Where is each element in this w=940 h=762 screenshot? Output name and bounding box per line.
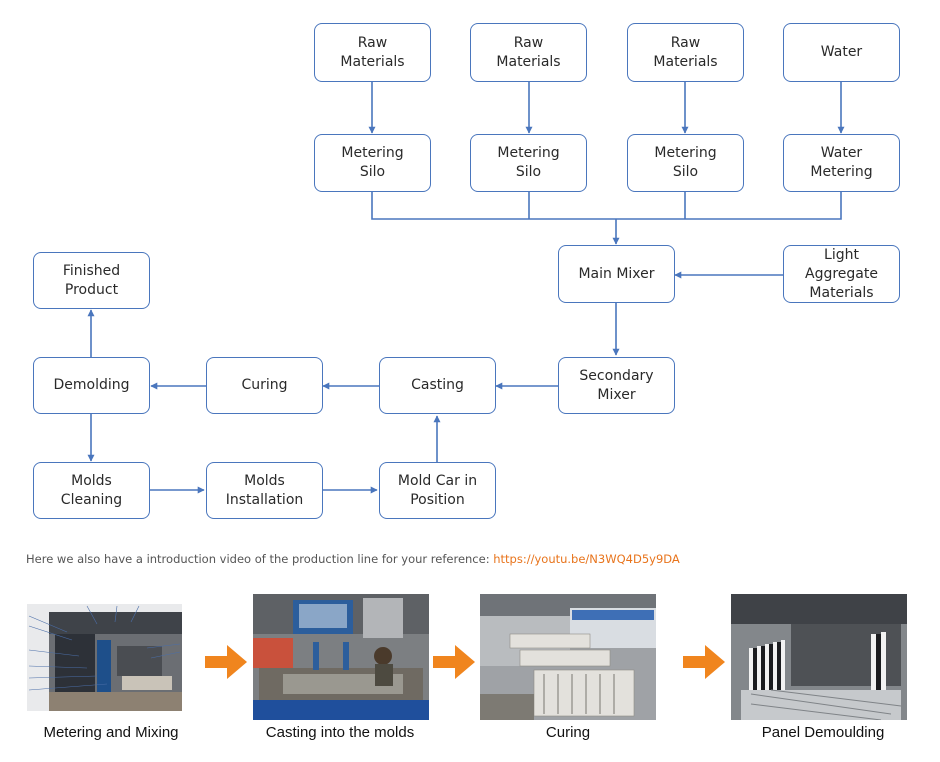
caption-demoulding: Panel Demoulding (761, 724, 885, 741)
node-finished-product: Finished Product (33, 252, 150, 309)
photo-metering-mixing (27, 604, 182, 711)
orange-arrow-icon (205, 645, 247, 679)
node-demolding: Demolding (33, 357, 150, 414)
caption-metering-mixing: Metering and Mixing (43, 724, 179, 741)
orange-arrow-icon (683, 645, 725, 679)
photo-curing (480, 594, 656, 720)
node-metering-silo-2: Metering Silo (470, 134, 587, 192)
caption-curing: Curing (545, 724, 591, 741)
video-link[interactable]: https://youtu.be/N3WQ4D5y9DA (493, 552, 680, 566)
intro-text: Here we also have a introduction video o… (26, 552, 680, 566)
node-metering-silo-3: Metering Silo (627, 134, 744, 192)
photo-demoulding (731, 594, 907, 720)
node-raw-materials-1: Raw Materials (314, 23, 431, 82)
node-secondary-mixer: Secondary Mixer (558, 357, 675, 414)
node-water-metering: Water Metering (783, 134, 900, 192)
node-molds-cleaning: Molds Cleaning (33, 462, 150, 519)
intro-text-body: Here we also have a introduction video o… (26, 552, 494, 566)
caption-casting: Casting into the molds (265, 724, 415, 741)
node-water: Water (783, 23, 900, 82)
photo-casting (253, 594, 429, 720)
node-main-mixer: Main Mixer (558, 245, 675, 303)
node-curing: Curing (206, 357, 323, 414)
node-raw-materials-2: Raw Materials (470, 23, 587, 82)
node-light-aggregate: Light Aggregate Materials (783, 245, 900, 303)
node-casting: Casting (379, 357, 496, 414)
node-mold-car-in-position: Mold Car in Position (379, 462, 496, 519)
orange-arrow-icon (433, 645, 475, 679)
merge-silos-connector (371, 192, 842, 220)
node-raw-materials-3: Raw Materials (627, 23, 744, 82)
node-metering-silo-1: Metering Silo (314, 134, 431, 192)
node-molds-installation: Molds Installation (206, 462, 323, 519)
